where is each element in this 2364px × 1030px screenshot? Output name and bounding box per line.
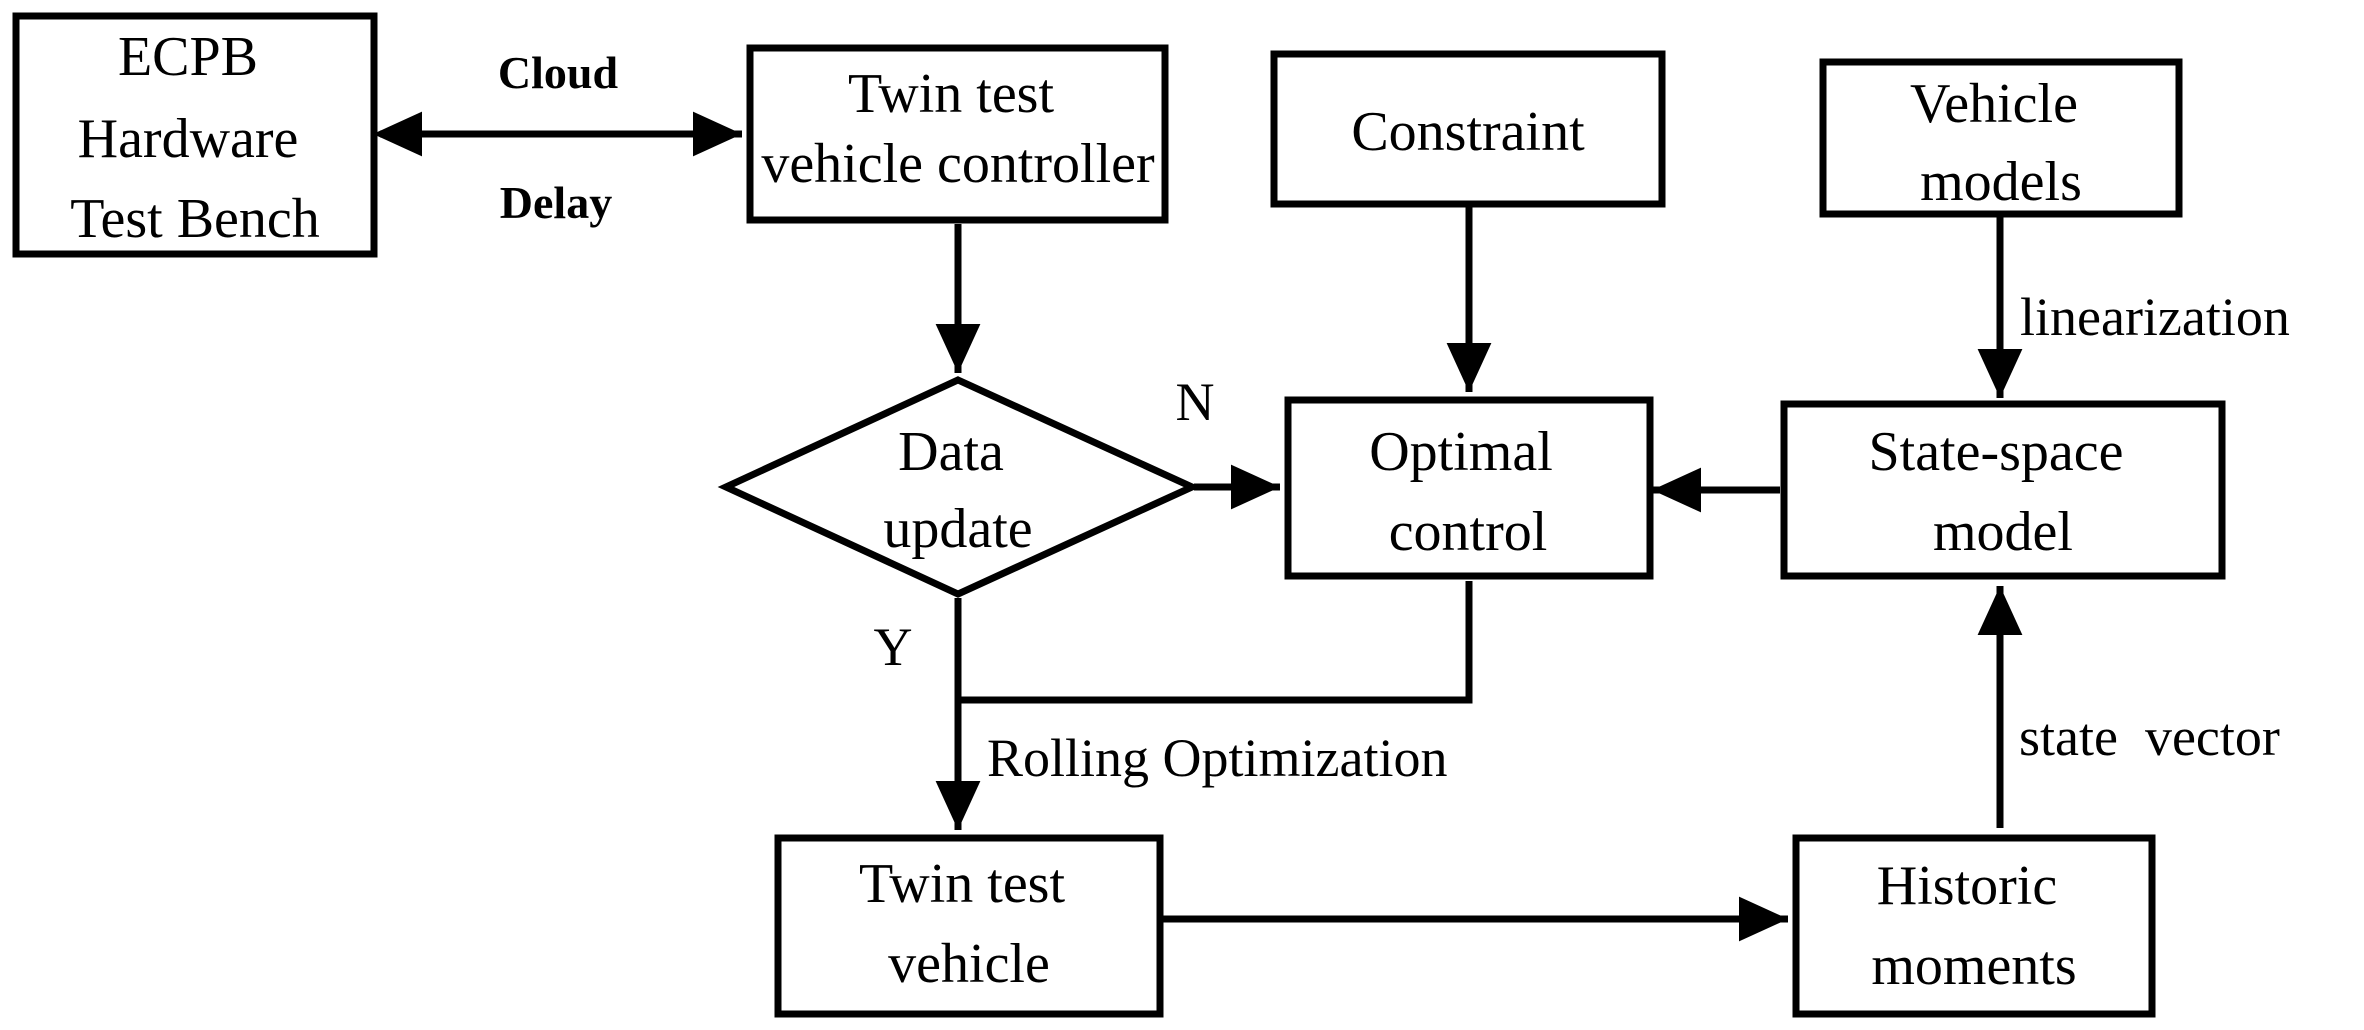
- data-update-line-1: Data: [898, 421, 1004, 483]
- label-no-branch: N: [1176, 372, 1215, 432]
- optimal-control-line-1: Optimal: [1369, 421, 1553, 483]
- ecpb-line-1: ECPB: [118, 26, 258, 88]
- twin-vehicle-line-2: vehicle: [888, 933, 1050, 995]
- twin-vehicle-line-1: Twin test: [859, 853, 1066, 915]
- historic-line-1: Historic: [1877, 855, 2057, 917]
- node-ecpb-test-bench: ECPB Hardware Test Bench: [12, 12, 378, 258]
- edge-optimal-rolling-feedback: [958, 581, 1473, 704]
- vehicle-models-line-1: Vehicle: [1910, 73, 2078, 135]
- constraint-label: Constraint: [1351, 101, 1585, 163]
- label-rolling-optimization: Rolling Optimization: [987, 728, 1447, 788]
- data-update-line-2: update: [883, 498, 1032, 560]
- svg-text:Constraint: Constraint: [1351, 101, 1585, 163]
- svg-text:Historic moments: Historic moments: [1871, 855, 2076, 997]
- label-linearization: linearization: [2020, 287, 2290, 347]
- node-twin-test-vehicle-controller: Twin test vehicle controller: [746, 44, 1169, 224]
- svg-text:Twin test vehicle: Twin test vehicle: [859, 853, 1079, 995]
- label-cloud: Cloud: [498, 47, 619, 98]
- svg-text:Optimal control: Optimal control: [1369, 421, 1567, 563]
- svg-text:Data update: Data update: [883, 421, 1032, 560]
- node-data-update-decision: Data update: [717, 376, 1201, 598]
- svg-text:ECPB Hardware Test: ECPB Hardware Test Bench: [70, 26, 320, 250]
- twin-controller-line-2: vehicle controller: [761, 133, 1155, 195]
- node-historic-moments: Historic moments: [1792, 834, 2156, 1018]
- label-yes-branch: Y: [874, 617, 913, 677]
- label-delay: Delay: [500, 177, 612, 228]
- twin-controller-line-1: Twin test: [848, 63, 1055, 125]
- node-vehicle-models: Vehicle models: [1819, 58, 2183, 218]
- node-twin-test-vehicle: Twin test vehicle: [774, 834, 1164, 1018]
- vehicle-models-line-2: models: [1920, 151, 2082, 213]
- label-state-vector: state vector: [2019, 707, 2280, 767]
- state-space-line-2: model: [1933, 501, 2073, 563]
- svg-text:State-space model: State-space model: [1869, 421, 2138, 563]
- node-optimal-control: Optimal control: [1284, 396, 1654, 580]
- node-state-space-model: State-space model: [1780, 400, 2226, 580]
- ecpb-line-3: Test Bench: [70, 188, 320, 250]
- node-constraint: Constraint: [1270, 50, 1666, 208]
- historic-line-2: moments: [1871, 935, 2076, 997]
- svg-text:Twin test vehicle contro: Twin test vehicle controller: [761, 63, 1155, 195]
- connectors: [373, 111, 2023, 942]
- ecpb-line-2: Hardware: [78, 108, 299, 170]
- state-space-line-1: State-space: [1869, 421, 2124, 483]
- optimal-control-line-2: control: [1389, 501, 1548, 563]
- svg-text:Vehicle models: Vehicle models: [1910, 73, 2092, 213]
